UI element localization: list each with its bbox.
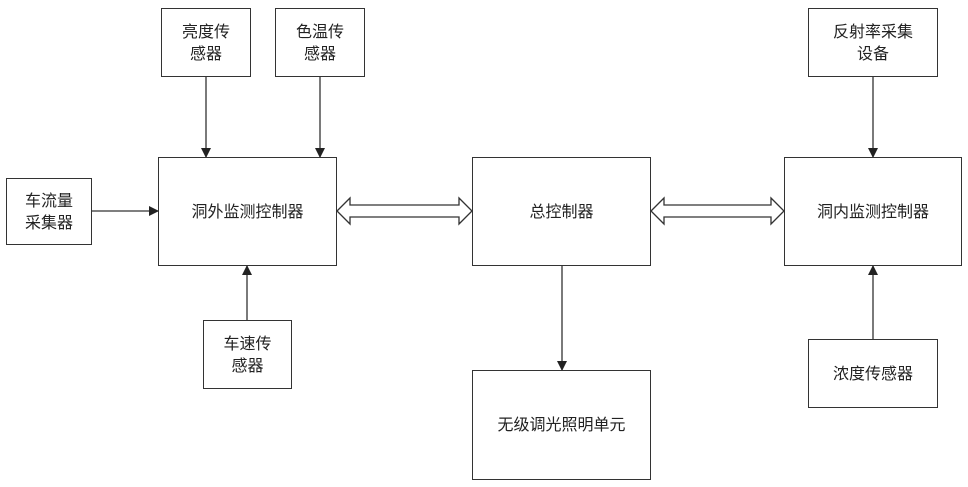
node-label-line: 亮度传 bbox=[182, 21, 230, 43]
node-label-line: 无级调光照明单元 bbox=[497, 414, 625, 436]
speed-sensor-box: 车速传感器 bbox=[203, 320, 292, 389]
concentration-sensor-box: 浓度传感器 bbox=[808, 339, 938, 408]
color-temp-sensor-box: 色温传感器 bbox=[275, 8, 365, 77]
node-label-line: 洞外监测控制器 bbox=[191, 201, 303, 223]
node-label-line: 感器 bbox=[223, 355, 271, 377]
node-label-line: 反射率采集 bbox=[833, 21, 913, 43]
outside-controller-box: 洞外监测控制器 bbox=[158, 157, 337, 266]
node-label-line: 车速传 bbox=[223, 333, 271, 355]
node-label-line: 采集器 bbox=[25, 212, 73, 234]
node-label-line: 洞内监测控制器 bbox=[817, 201, 929, 223]
traffic-collector-box: 车流量采集器 bbox=[6, 178, 92, 245]
reflectance-device-box: 反射率采集设备 bbox=[808, 8, 938, 77]
brightness-sensor-box: 亮度传感器 bbox=[161, 8, 251, 77]
node-label-line: 车流量 bbox=[25, 190, 73, 212]
double-arrow-outside-main bbox=[337, 198, 472, 224]
node-label-line: 感器 bbox=[182, 43, 230, 65]
node-label-line: 色温传 bbox=[296, 21, 344, 43]
inside-controller-box: 洞内监测控制器 bbox=[784, 157, 962, 266]
node-label-line: 总控制器 bbox=[529, 201, 593, 223]
double-arrow-main-inside bbox=[651, 198, 784, 224]
node-label-line: 感器 bbox=[296, 43, 344, 65]
dimming-unit-box: 无级调光照明单元 bbox=[472, 370, 651, 480]
node-label-line: 浓度传感器 bbox=[833, 363, 913, 385]
main-controller-box: 总控制器 bbox=[472, 157, 651, 266]
node-label-line: 设备 bbox=[833, 43, 913, 65]
